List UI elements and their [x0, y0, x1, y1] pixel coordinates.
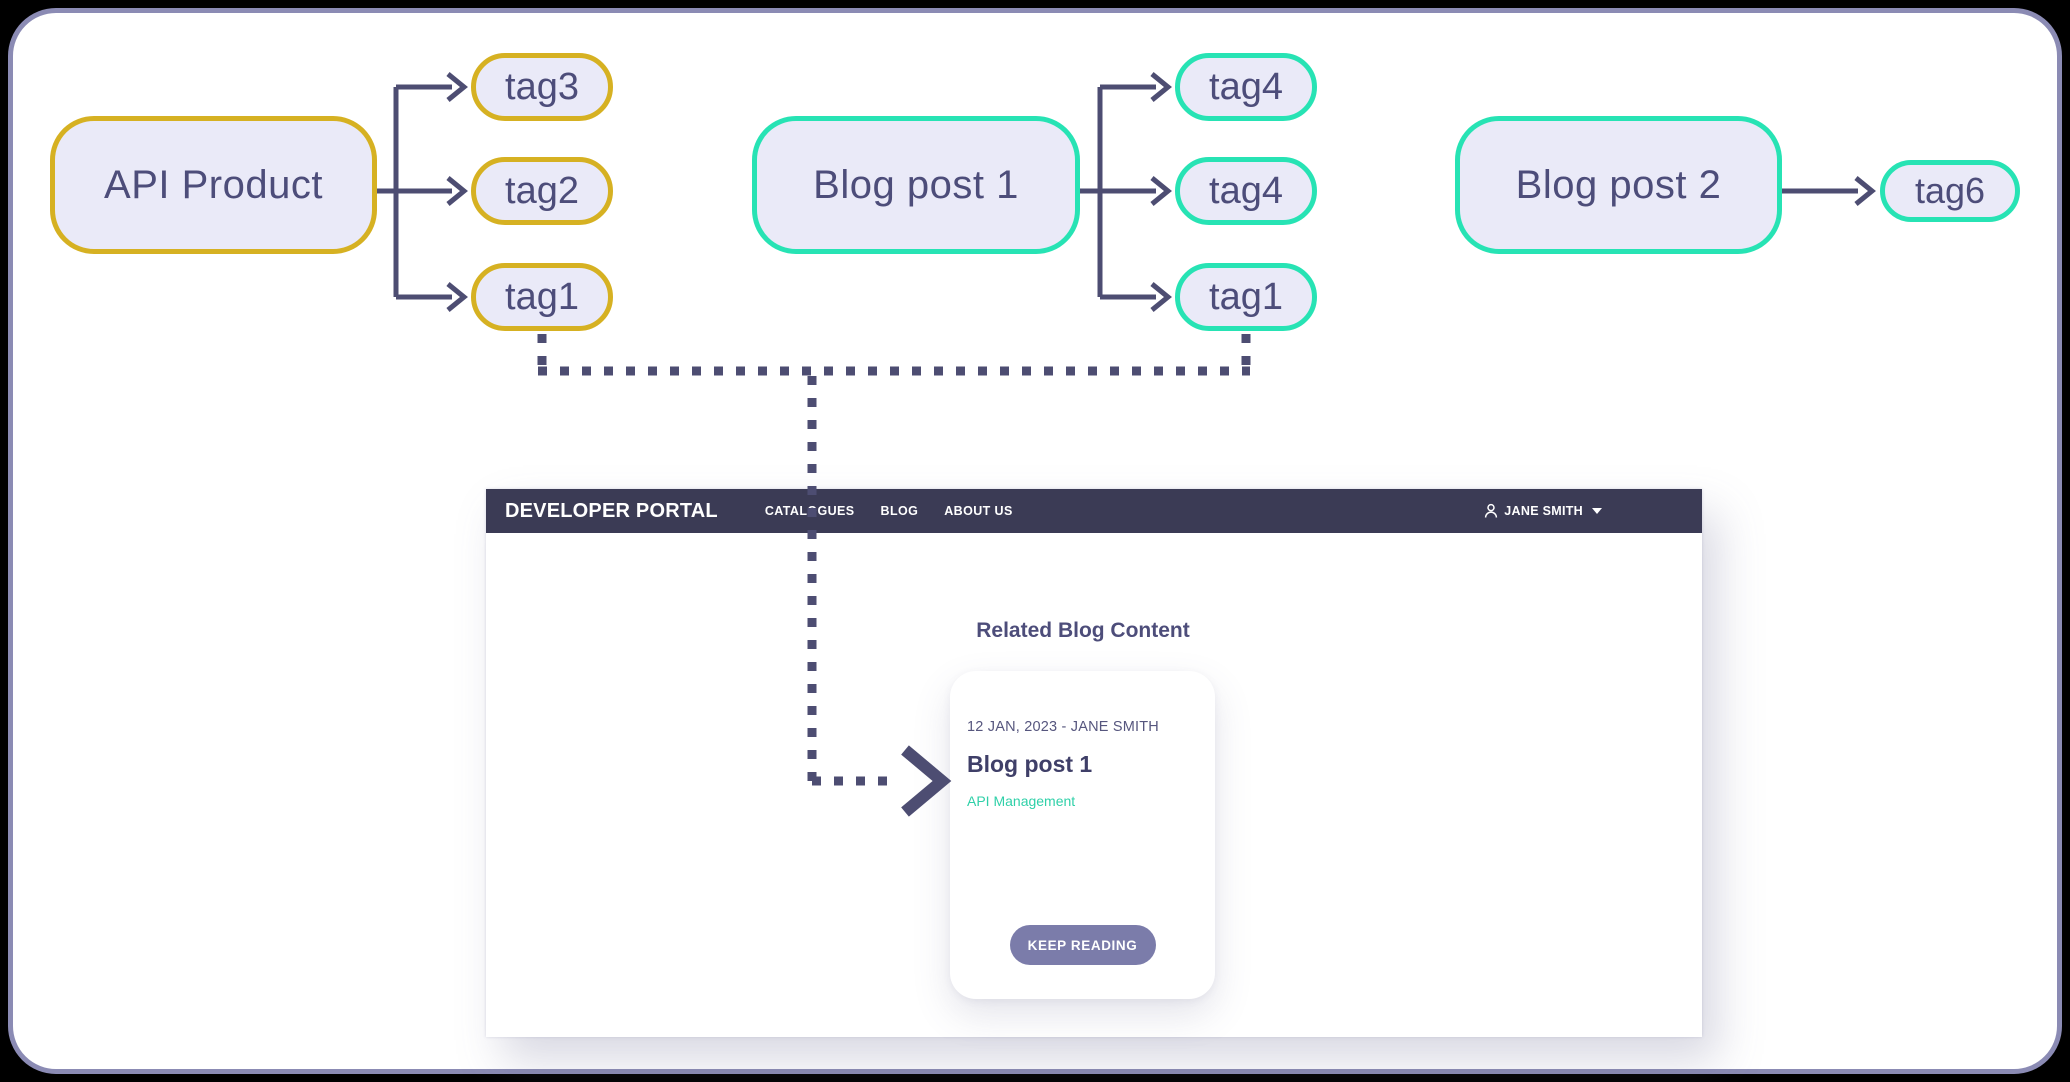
tag-label: tag2 — [505, 169, 579, 212]
related-blog-heading: Related Blog Content — [976, 619, 1190, 642]
blog-card-title: Blog post 1 — [967, 751, 1093, 777]
nav-item-catalogues[interactable]: CATALOGUES — [764, 504, 855, 518]
node-blog-post-1: Blog post 1 — [752, 116, 1080, 254]
blog-card: 12 JAN, 2023 - JANE SMITH Blog post 1 AP… — [950, 671, 1215, 999]
tag-label: tag4 — [1209, 65, 1283, 108]
portal-content: Related Blog Content 12 JAN, 2023 - JANE… — [486, 533, 1702, 1037]
node-blog-post-2-label: Blog post 2 — [1515, 162, 1722, 207]
node-tag4-a: tag4 — [1175, 53, 1317, 121]
user-menu[interactable]: JANE SMITH — [1483, 489, 1602, 533]
node-tag4-b: tag4 — [1175, 157, 1317, 225]
nav-item-blog[interactable]: BLOG — [880, 504, 919, 518]
tag-label: tag1 — [505, 275, 579, 318]
node-api-product-label: API Product — [104, 162, 323, 207]
nav-item-about-us[interactable]: ABOUT US — [944, 504, 1013, 518]
node-tag2: tag2 — [471, 157, 613, 225]
chevron-down-icon — [1592, 508, 1602, 514]
portal-brand[interactable]: DEVELOPER PORTAL — [505, 499, 718, 522]
keep-reading-button[interactable]: KEEP READING — [1009, 925, 1156, 965]
portal-nav: CATALOGUES BLOG ABOUT US — [765, 504, 1013, 518]
developer-portal-window: DEVELOPER PORTAL CATALOGUES BLOG ABOUT U… — [486, 489, 1702, 1037]
portal-navbar: DEVELOPER PORTAL CATALOGUES BLOG ABOUT U… — [486, 489, 1702, 533]
tag-label: tag1 — [1209, 275, 1283, 318]
node-blog-post-1-label: Blog post 1 — [813, 162, 1019, 207]
node-api-product: API Product — [50, 116, 377, 254]
node-tag1-api: tag1 — [471, 263, 613, 331]
tag-label: tag6 — [1914, 170, 1986, 211]
node-tag6: tag6 — [1880, 160, 2020, 222]
tag-label: tag3 — [505, 65, 579, 108]
blog-card-date: 12 JAN, 2023 - JANE SMITH — [967, 719, 1159, 735]
node-tag1-blog: tag1 — [1175, 263, 1317, 331]
user-icon — [1485, 503, 1498, 518]
node-blog-post-2: Blog post 2 — [1455, 116, 1782, 254]
node-tag3: tag3 — [471, 53, 613, 121]
user-name: JANE SMITH — [1504, 504, 1583, 518]
tag-label: tag4 — [1209, 169, 1283, 212]
blog-card-category-link[interactable]: API Management — [967, 793, 1076, 809]
